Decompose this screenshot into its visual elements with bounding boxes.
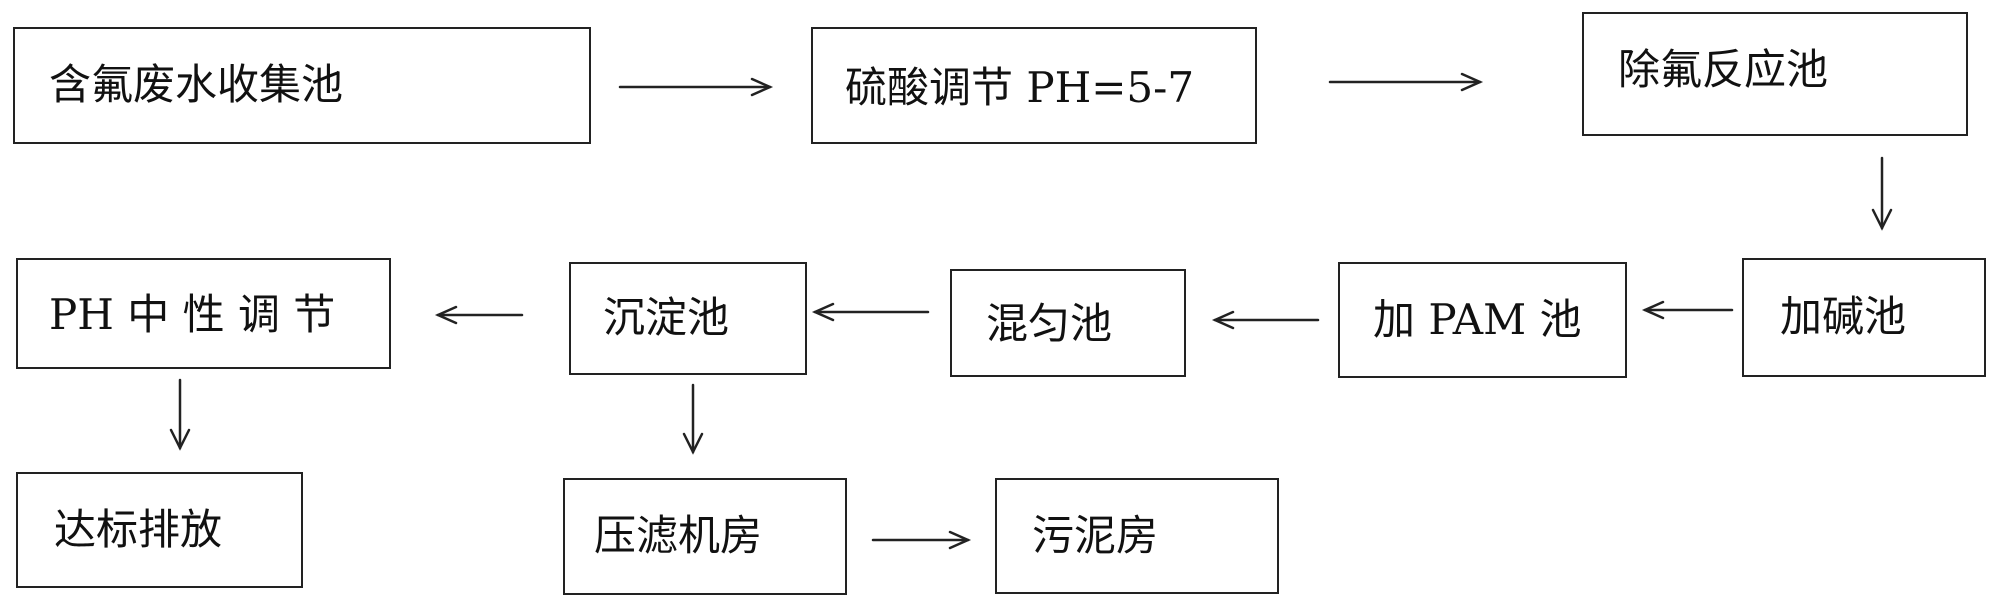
edge-pam-mix — [1211, 310, 1320, 330]
edge-settle-filter-press — [682, 383, 704, 455]
node-acid — [811, 27, 1257, 144]
edge-ph-neutral-discharge — [169, 378, 191, 451]
label-filter-press: 压滤机房 — [594, 511, 763, 560]
node-mix — [950, 269, 1186, 377]
edge-alkali-pam — [1641, 300, 1734, 320]
label-sludge: 污泥房 — [1032, 511, 1159, 560]
label-alkali: 加碱池 — [1780, 292, 1907, 341]
node-pam — [1338, 262, 1627, 378]
node-filter-press — [563, 478, 847, 595]
edge-mix-settle — [811, 302, 930, 322]
label-mix: 混匀池 — [986, 299, 1113, 348]
label-ph-neutral: PH 中 性 调 节 — [49, 290, 336, 339]
node-defluor — [1582, 12, 1968, 136]
label-acid: 硫酸调节 PH=5-7 — [845, 63, 1195, 112]
node-collection — [13, 27, 591, 144]
edge-defluor-alkali — [1871, 156, 1893, 231]
node-alkali — [1742, 258, 1986, 377]
node-ph-neutral — [16, 258, 391, 369]
label-defluor: 除氟反应池 — [1618, 45, 1829, 94]
label-settle: 沉淀池 — [603, 293, 730, 342]
edge-filter-press-sludge — [871, 530, 972, 550]
label-collection: 含氟废水收集池 — [49, 60, 344, 109]
label-discharge: 达标排放 — [54, 505, 223, 554]
label-pam: 加 PAM 池 — [1373, 295, 1582, 344]
node-discharge — [16, 472, 303, 588]
node-sludge — [995, 478, 1279, 594]
edge-acid-defluor — [1328, 72, 1484, 92]
edge-collection-acid — [618, 77, 774, 97]
node-settle — [569, 262, 807, 375]
edge-settle-ph-neutral — [434, 305, 524, 325]
